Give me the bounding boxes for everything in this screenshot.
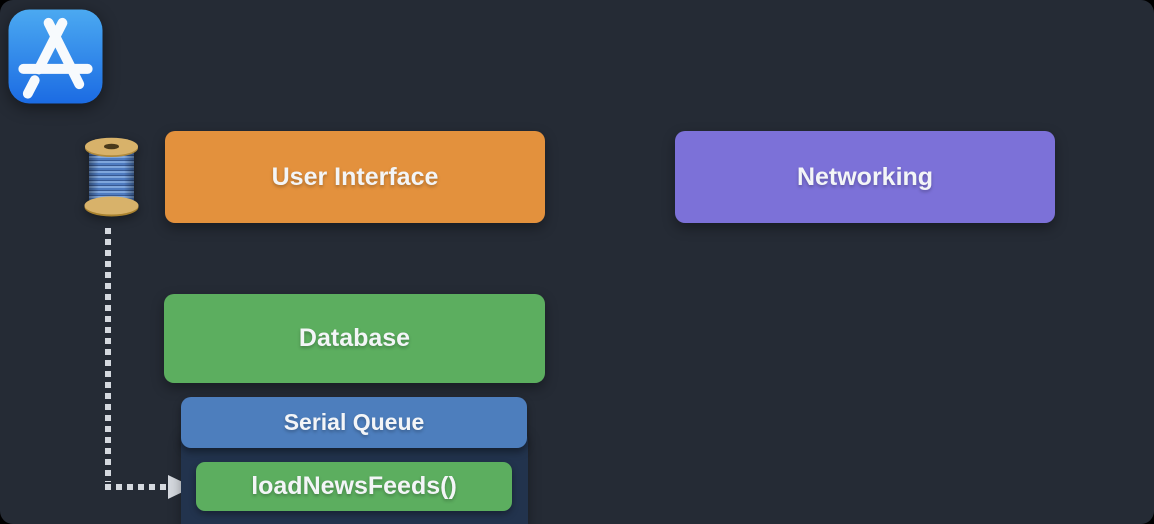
user-interface-label: User Interface bbox=[271, 162, 439, 191]
networking-box: Networking bbox=[675, 131, 1055, 223]
thread-spool-icon bbox=[84, 136, 139, 218]
thread-arrow-line-horizontal bbox=[105, 484, 169, 490]
load-news-feeds-label: loadNewsFeeds() bbox=[251, 472, 457, 500]
database-label: Database bbox=[298, 324, 411, 352]
user-interface-box: User Interface bbox=[165, 131, 545, 223]
app-store-icon bbox=[8, 9, 103, 104]
thread-arrow-line-vertical bbox=[105, 228, 111, 482]
load-news-feeds-box: loadNewsFeeds() bbox=[196, 462, 512, 511]
serial-queue-label: Serial Queue bbox=[283, 409, 425, 435]
networking-label: Networking bbox=[796, 162, 934, 191]
database-box: Database bbox=[164, 294, 545, 383]
serial-queue-box: Serial Queue bbox=[181, 397, 527, 448]
